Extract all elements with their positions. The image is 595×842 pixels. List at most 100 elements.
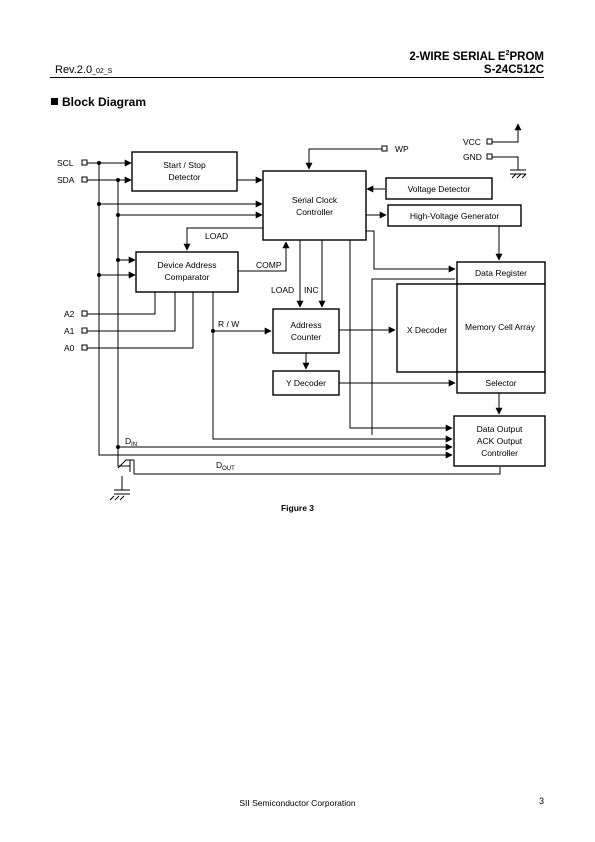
sda-label: SDA <box>57 175 75 185</box>
selector-box <box>456 371 546 394</box>
section-heading: Block Diagram <box>51 95 146 109</box>
x-decoder-label: X Decoder <box>407 325 447 335</box>
title-superscript: 2 <box>505 50 510 57</box>
document-title: 2-WIRE SERIAL E2PROM <box>409 50 544 63</box>
load-bottom-label: LOAD <box>271 285 294 295</box>
wp-pin-icon <box>381 145 388 152</box>
a0-label: A0 <box>64 343 75 353</box>
section-title: Block Diagram <box>62 95 147 109</box>
revision-label: Rev.2.0_02_S <box>55 64 112 76</box>
data-register-label: Data Register <box>475 268 527 278</box>
serial-clock-label-2: Controller <box>296 207 333 217</box>
vcc-wire <box>492 123 522 143</box>
title-tail: PROM <box>509 50 545 63</box>
hv-generator-box <box>387 204 522 227</box>
a0-wire <box>86 292 194 349</box>
address-counter-label-1: Address <box>290 320 321 330</box>
gnd-hatch-1 <box>109 495 115 501</box>
comp-wire <box>238 241 290 272</box>
load-to-dac <box>183 227 263 251</box>
junction-dot <box>116 445 120 449</box>
header-rule <box>50 77 544 78</box>
block-labels: Start / Stop Detector Serial Clock Contr… <box>157 160 535 458</box>
block-boxes <box>131 151 546 467</box>
title-main: 2-WIRE SERIAL E <box>409 50 506 63</box>
voltage-detector-label: Voltage Detector <box>408 184 471 194</box>
page-number: 3 <box>538 796 544 806</box>
device-address-label-2: Comparator <box>165 272 210 282</box>
scl-pin-icon <box>81 159 88 166</box>
pin-markers <box>81 138 493 351</box>
start-stop-detector-box <box>131 151 238 192</box>
start-stop-label-1: Start / Stop <box>163 160 206 170</box>
junction-dot <box>97 202 101 206</box>
bullet-square-icon <box>51 98 58 105</box>
start-stop-label-2: Detector <box>168 172 200 182</box>
din-main: D <box>125 436 131 446</box>
wp-label: WP <box>395 144 409 154</box>
transistor-drain <box>117 459 134 469</box>
address-counter-box <box>272 308 340 354</box>
sda-pin-icon <box>81 176 88 183</box>
gnd-hatch-3 <box>119 495 125 501</box>
comp-label: COMP <box>256 260 282 270</box>
gnd-wire <box>492 156 519 170</box>
footer-company: SII Semiconductor Corporation <box>239 798 356 808</box>
pin-labels: SCL SDA A2 A1 A0 WP VCC GND <box>57 137 482 353</box>
memory-array-label: Memory Cell Array <box>465 322 536 332</box>
dout-label: DOUT <box>216 460 235 472</box>
dout-line <box>134 467 501 475</box>
junction-dot <box>116 213 120 217</box>
inc-label: INC <box>304 285 319 295</box>
junction-dot <box>116 258 120 262</box>
selector-label: Selector <box>485 378 516 388</box>
data-output-label-2: ACK Output <box>477 436 523 446</box>
din-label: DIN <box>125 436 137 448</box>
device-address-label-1: Device Address <box>157 260 216 270</box>
a1-wire <box>86 292 176 332</box>
a1-label: A1 <box>64 326 75 336</box>
scc-to-datareg <box>373 240 456 273</box>
revision-suffix: _02_S <box>92 68 113 75</box>
y-decoder-box <box>272 370 340 396</box>
memory-region-box <box>396 283 546 373</box>
gnd-pin-icon <box>486 153 493 160</box>
dout-sub: OUT <box>222 466 235 472</box>
data-output-controller-box <box>453 415 546 467</box>
datareg-loop <box>371 278 455 435</box>
a2-label: A2 <box>64 309 75 319</box>
vcc-pin-icon <box>486 138 493 145</box>
revision-text: Rev.2.0 <box>55 64 93 76</box>
device-address-comparator-box <box>135 251 239 293</box>
junction-dot <box>116 178 120 182</box>
gnd-hatch-a <box>511 173 517 179</box>
serial-clock-label-1: Serial Clock <box>292 195 338 205</box>
rw-label: R / W <box>218 319 239 329</box>
dout-transistor-gate <box>117 447 130 467</box>
gnd-hatch-2 <box>114 495 120 501</box>
a2-wire <box>86 292 156 315</box>
wp-wire <box>305 148 382 170</box>
figure-caption: Figure 3 <box>280 503 315 513</box>
signal-labels: LOAD COMP LOAD INC R / W DIN DOUT <box>125 231 319 472</box>
part-number: S-24C512C <box>483 64 544 76</box>
junction-dot <box>97 273 101 277</box>
hv-generator-label: High-Voltage Generator <box>410 211 499 221</box>
gnd-label: GND <box>463 152 482 162</box>
data-output-label-3: Controller <box>481 448 518 458</box>
junction-dot <box>97 161 101 165</box>
scc-to-dataout <box>349 240 453 432</box>
address-counter-label-2: Counter <box>291 332 321 342</box>
scl-bus <box>98 163 453 459</box>
dout-main: D <box>216 460 222 470</box>
junction-dots <box>97 161 215 449</box>
a1-pin-icon <box>81 327 88 334</box>
scc-right-bus <box>366 230 375 240</box>
data-output-label-1: Data Output <box>477 424 523 434</box>
gnd-hatch-b <box>516 173 522 179</box>
y-decoder-label: Y Decoder <box>286 378 326 388</box>
rw-to-dataout <box>212 331 453 443</box>
din-sub: IN <box>131 442 137 448</box>
